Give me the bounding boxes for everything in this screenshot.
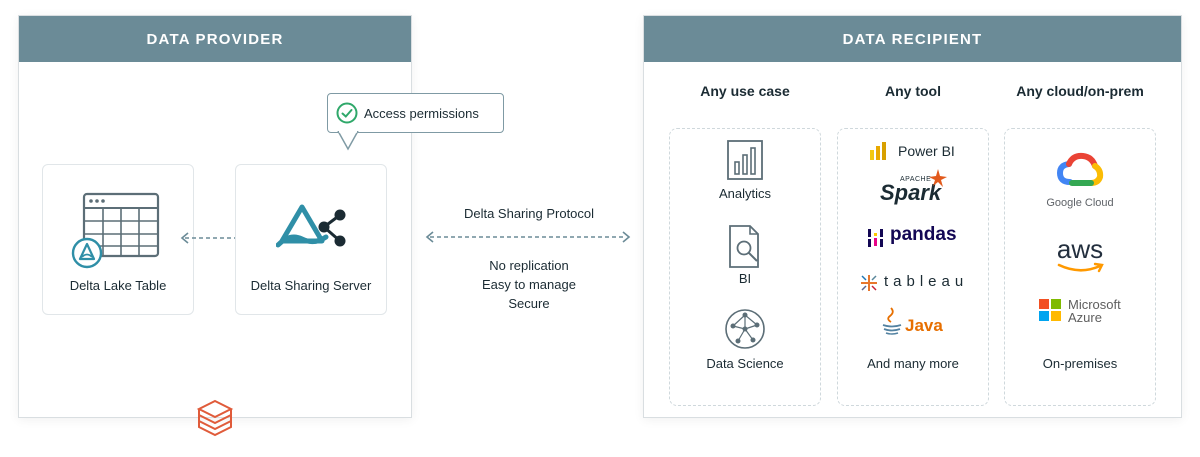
microsoft-logo-icon — [1039, 299, 1061, 321]
tool-box — [837, 128, 989, 406]
check-circle-icon — [336, 102, 358, 124]
delta-lake-table-label: Delta Lake Table — [69, 278, 167, 293]
data-recipient-header: DATA RECIPIENT — [644, 16, 1181, 62]
cloud-aws: aws — [1056, 234, 1104, 264]
azure-label: Azure — [1068, 310, 1102, 325]
google-cloud-icon — [1056, 152, 1104, 186]
databricks-logo-icon — [196, 399, 234, 437]
feature-no-replication: No replication — [489, 258, 569, 273]
protocol-arrow-icon — [425, 231, 631, 243]
pandas-icon — [868, 229, 883, 247]
use-case-data-science: Data Science — [706, 356, 784, 371]
spark-star-icon — [929, 169, 947, 187]
tool-tableau: tableau — [884, 273, 969, 290]
cloud-google-cloud: Google Cloud — [1046, 197, 1114, 209]
use-case-box — [669, 128, 821, 406]
any-tool-title: Any tool — [885, 83, 941, 99]
cloud-microsoft-azure: Microsoft Azure — [1068, 298, 1121, 324]
delta-sharing-server-card[interactable]: Delta Sharing Server — [235, 164, 387, 315]
tool-spark: Spark — [880, 180, 942, 205]
data-recipient-panel: DATA RECIPIENT Any use case Any tool Any… — [643, 15, 1182, 418]
any-use-case-title: Any use case — [700, 83, 790, 99]
use-case-analytics: Analytics — [718, 186, 772, 201]
power-bi-icon — [870, 142, 886, 160]
aws-smile-icon — [1057, 262, 1104, 273]
cloud-on-premises: On-premises — [1042, 356, 1118, 371]
data-science-icon — [725, 309, 765, 349]
spark-apache-label: APACHE — [900, 176, 932, 183]
protocol-title: Delta Sharing Protocol — [463, 206, 595, 221]
delta-sharing-logo-icon — [276, 204, 346, 248]
tool-power-bi: Power BI — [898, 143, 955, 159]
access-permissions-callout: Access permissions — [327, 93, 504, 133]
cloud-box — [1004, 128, 1156, 406]
java-cup-icon — [882, 307, 902, 335]
delta-lake-table-icon — [71, 192, 160, 269]
protocol-features: No replication Easy to manage Secure — [440, 256, 618, 313]
feature-easy-to-manage: Easy to manage — [482, 277, 576, 292]
data-provider-header: DATA PROVIDER — [19, 16, 411, 62]
access-permissions-label: Access permissions — [364, 105, 479, 121]
feature-secure: Secure — [508, 296, 550, 311]
any-cloud-title: Any cloud/on-prem — [1016, 83, 1144, 99]
use-case-bi: BI — [738, 271, 752, 286]
bi-report-icon — [729, 225, 759, 268]
analytics-icon — [727, 140, 763, 180]
data-provider-panel: DATA PROVIDER Delta Lake Table — [18, 15, 412, 437]
tool-java: Java — [905, 316, 943, 335]
delta-sharing-server-label: Delta Sharing Server — [250, 278, 372, 293]
callout-tail — [337, 131, 359, 151]
tool-pandas: pandas — [890, 224, 957, 245]
tool-and-many-more: And many more — [867, 356, 959, 371]
tableau-icon — [861, 275, 877, 291]
microsoft-label: Microsoft — [1068, 297, 1121, 312]
delta-lake-table-card[interactable]: Delta Lake Table — [42, 164, 194, 315]
